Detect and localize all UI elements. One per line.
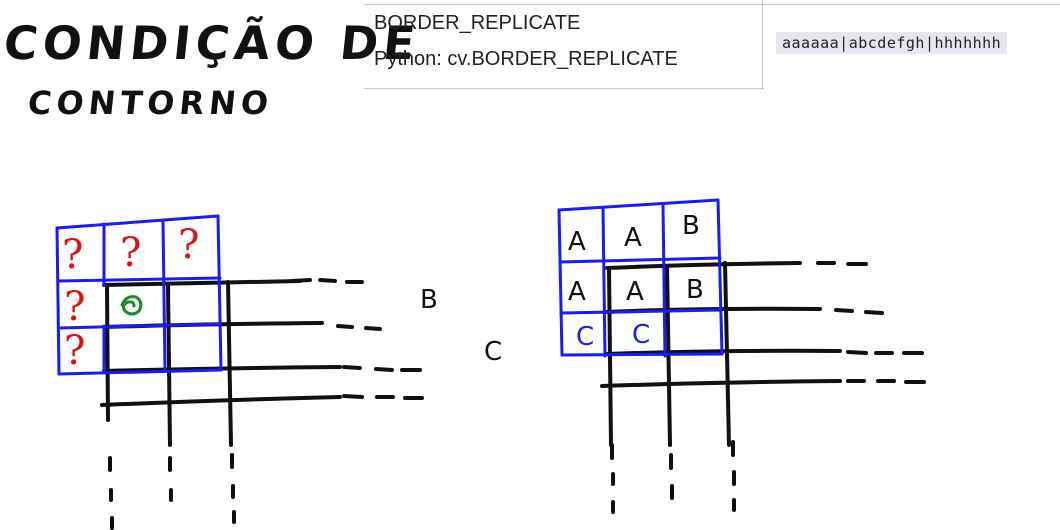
table-bottom-border [364,88,764,89]
replicated-cell-4: A [568,277,586,307]
border-example-code: aaaaaa|abcdefgh|hhhhhhh [776,32,1008,54]
python-flag-name: Python: cv.BORDER_REPLICATE [374,48,678,70]
replicated-cell-3: B [682,211,700,241]
unknown-cell-5: ? [64,328,85,374]
border-flag-name: BORDER_REPLICATE [374,12,581,34]
replicated-cell-7: C [576,322,594,352]
unknown-cell-1: ? [62,232,83,278]
right-grid [557,198,926,514]
unknown-cell-2: ? [120,230,141,276]
left-continuation-dashes [108,278,424,530]
unknown-cell-3: ? [178,222,199,268]
table-top-border [364,4,1060,5]
right-continuation-dashes [610,261,926,514]
eye-swirl-icon [120,295,143,316]
replicated-cell-5: A [626,277,644,307]
label-c-middle: C [484,337,502,367]
replicated-cell-2: A [624,223,642,253]
left-border-cells [55,214,223,376]
label-b-left: B [420,285,438,315]
replicated-cell-8: C [632,320,650,350]
replicated-cell-6: B [686,275,704,305]
border-type-table: BORDER_REPLICATE Python: cv.BORDER_REPLI… [364,0,1060,90]
replicated-cell-1: A [568,227,586,257]
unknown-cell-4: ? [64,284,85,330]
right-border-cells [557,198,724,358]
left-grid [55,214,424,530]
table-column-divider [762,0,763,90]
